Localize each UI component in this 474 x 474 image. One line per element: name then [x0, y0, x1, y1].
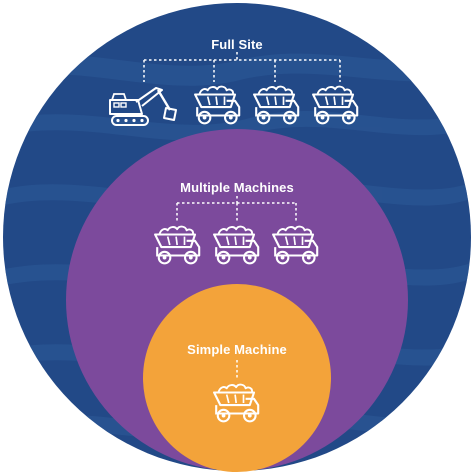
multiple-machines-connector	[176, 196, 297, 222]
full-site-label: Full Site	[211, 37, 263, 52]
multiple-machines-label: Multiple Machines	[180, 180, 294, 195]
full-site-connector	[143, 52, 341, 82]
simple-machine-circle	[143, 284, 331, 472]
simple-machine-label: Simple Machine	[187, 342, 287, 357]
